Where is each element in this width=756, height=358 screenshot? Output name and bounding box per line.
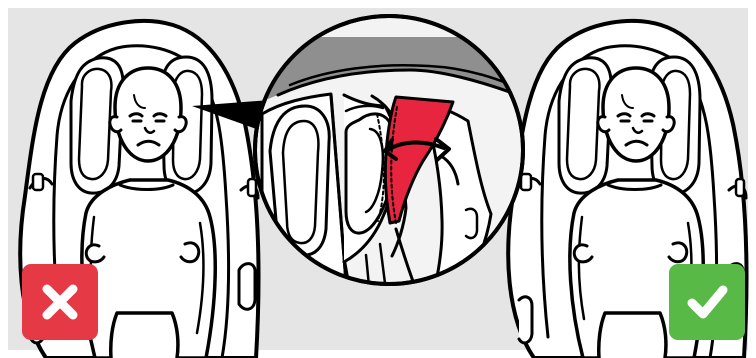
check-icon bbox=[683, 278, 731, 326]
correct-badge bbox=[669, 264, 745, 340]
incorrect-badge bbox=[22, 264, 98, 340]
cross-icon bbox=[36, 278, 84, 326]
